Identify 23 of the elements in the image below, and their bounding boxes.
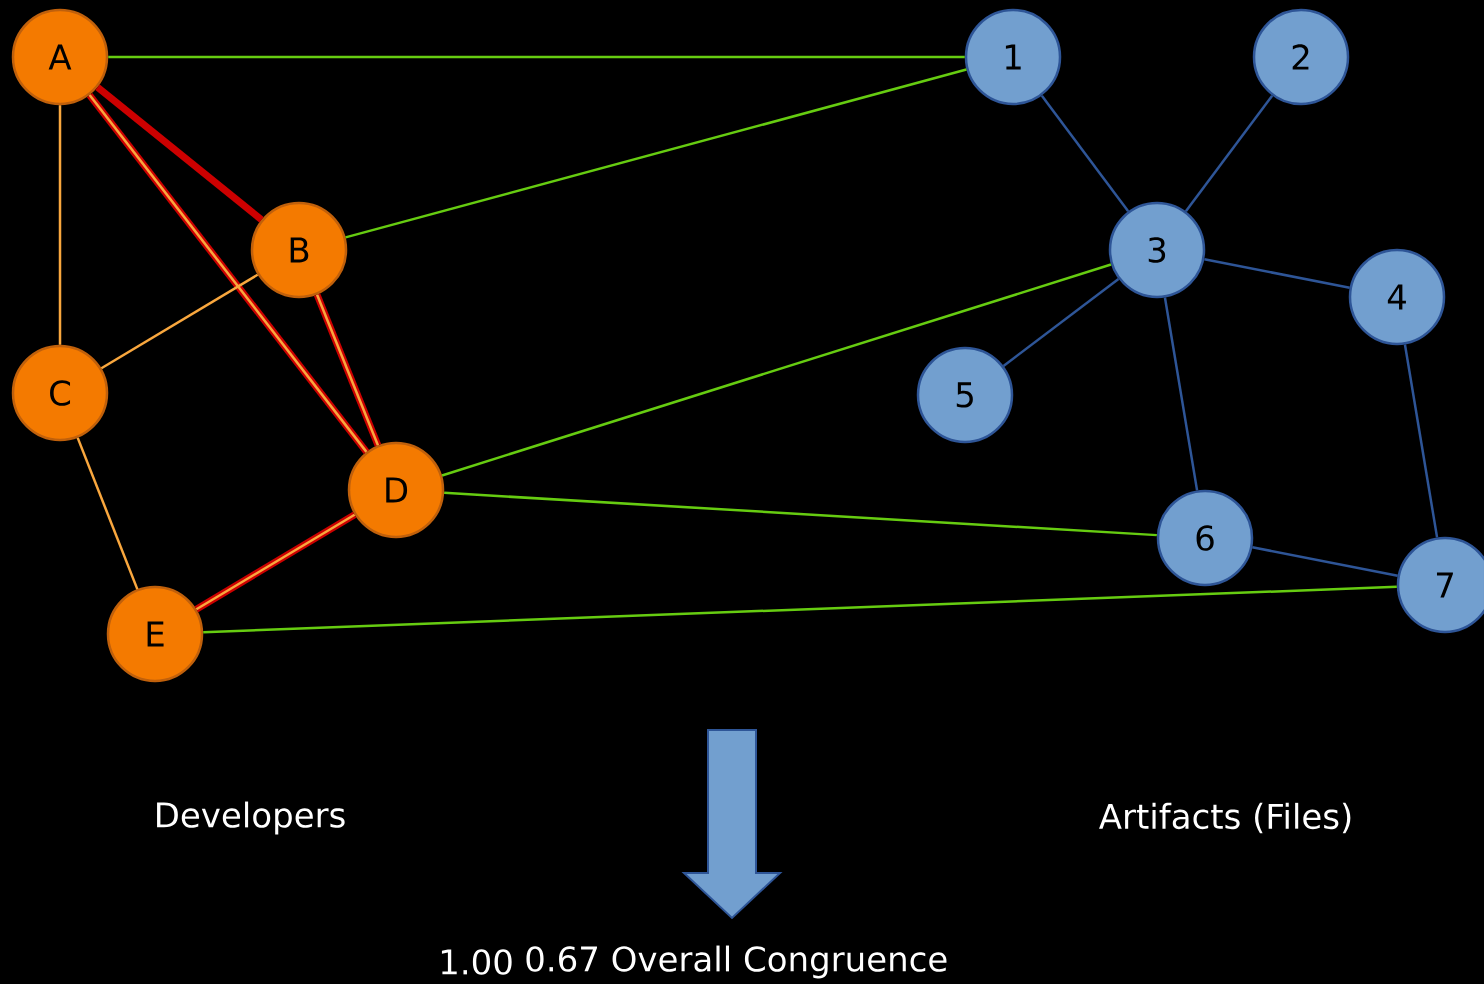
connector [58, 105, 62, 345]
connector [100, 273, 259, 370]
connector [1403, 344, 1439, 538]
connector [1040, 94, 1130, 213]
connector [1252, 546, 1398, 577]
connector [1163, 297, 1199, 491]
label-text: Developers [157, 801, 345, 835]
connector [1184, 94, 1274, 213]
connector [441, 263, 1112, 477]
connector [313, 293, 382, 447]
label-text: 0.67 Overall Congruence [526, 945, 947, 979]
connector [1204, 258, 1350, 289]
connector [444, 491, 1157, 537]
connector [203, 585, 1397, 634]
label-text: Artifacts (Files) [1099, 802, 1351, 834]
connector [86, 93, 370, 454]
label-text: 1.00 [441, 949, 512, 975]
connector [345, 68, 967, 239]
connector [194, 511, 357, 613]
connector [1002, 278, 1120, 367]
connector [95, 84, 264, 223]
connector [108, 55, 965, 59]
connector [76, 437, 139, 590]
